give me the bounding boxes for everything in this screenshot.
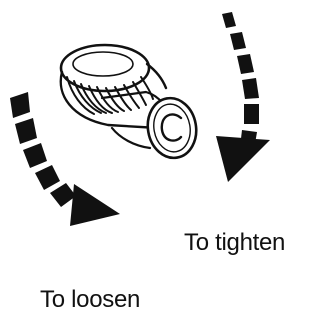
tighten-arrow-icon: [216, 12, 270, 182]
tighten-label: To tighten: [184, 229, 285, 257]
loosen-label: To loosen: [40, 286, 140, 314]
knob-icon: [61, 45, 201, 162]
